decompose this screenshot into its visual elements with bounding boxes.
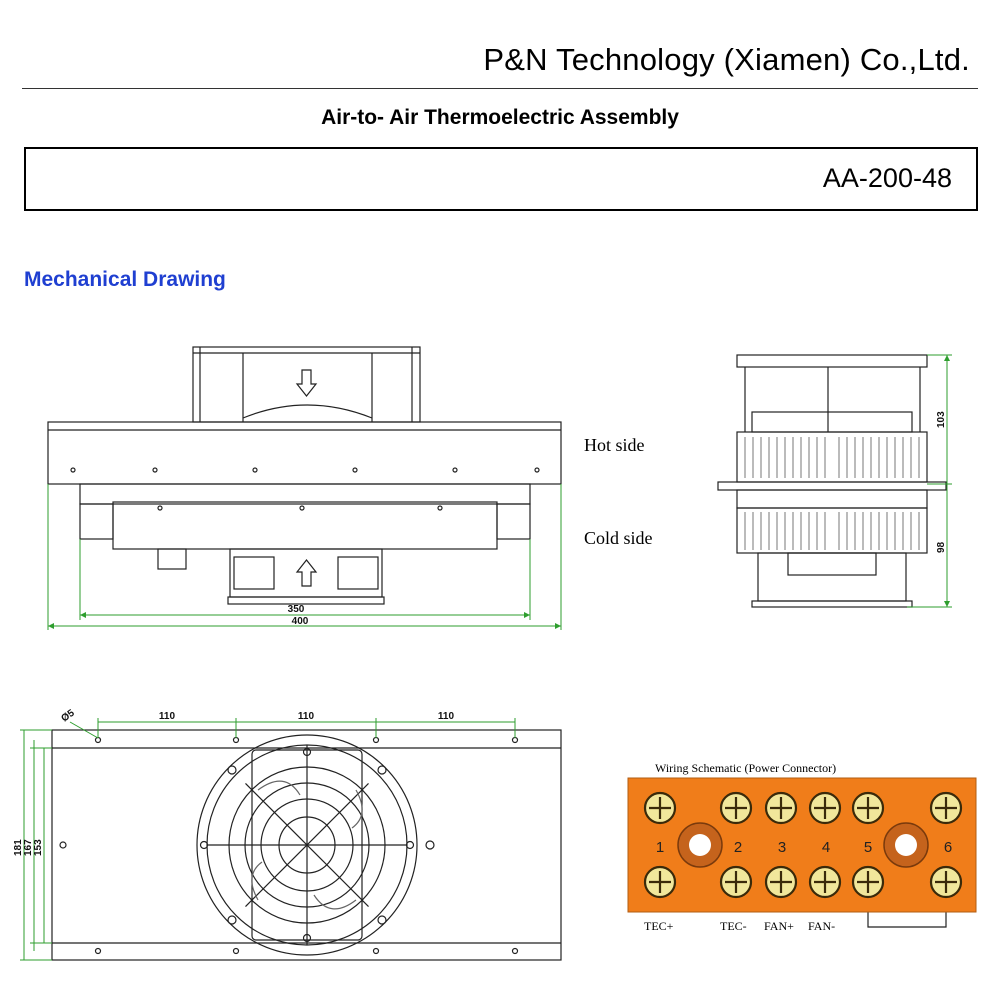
pin-6-label: 6 bbox=[944, 839, 952, 856]
hot-side-label: Hot side bbox=[584, 435, 645, 455]
model-box: AA-200-48 bbox=[24, 147, 978, 211]
fan-minus-label: FAN- bbox=[808, 919, 835, 933]
pin-4-label: 4 bbox=[822, 839, 830, 856]
fan-ring bbox=[196, 734, 418, 956]
connector-bracket bbox=[867, 912, 947, 928]
dim-350: 350 bbox=[288, 604, 305, 615]
airflow-down-arrow-icon bbox=[295, 369, 318, 397]
hole-diameter-label: Ø5 bbox=[59, 708, 77, 725]
dim-400: 400 bbox=[292, 616, 309, 627]
front-view bbox=[47, 346, 562, 605]
hot-fan-housing bbox=[192, 346, 421, 423]
spacing-3: 110 bbox=[438, 711, 455, 722]
dimension-lines bbox=[20, 354, 952, 961]
wiring-title: Wiring Schematic (Power Connector) bbox=[655, 761, 836, 775]
hot-heatsink bbox=[47, 421, 562, 485]
height-153: 153 bbox=[33, 839, 44, 856]
height-181: 181 bbox=[13, 839, 24, 856]
side-cold-fins bbox=[736, 507, 928, 554]
top-plate bbox=[51, 729, 562, 961]
tec-plus-label: TEC+ bbox=[644, 919, 674, 933]
terminal-screw-icon bbox=[643, 791, 963, 899]
pin-5-label: 5 bbox=[864, 839, 872, 856]
fan-plus-label: FAN+ bbox=[764, 919, 794, 933]
pin-1-label: 1 bbox=[656, 839, 664, 856]
side-hot-fins bbox=[736, 431, 928, 483]
height-167: 167 bbox=[23, 839, 34, 856]
spacing-2: 110 bbox=[298, 711, 315, 722]
pin-3-label: 3 bbox=[778, 839, 786, 856]
section-title: Mechanical Drawing bbox=[24, 268, 226, 291]
top-view bbox=[51, 729, 562, 961]
spacing-1: 110 bbox=[159, 711, 176, 722]
company-name: P&N Technology (Xiamen) Co.,Ltd. bbox=[483, 42, 970, 77]
cold-fan-housing bbox=[229, 548, 383, 598]
cold-heatsink bbox=[112, 501, 498, 550]
airflow-up-arrow-icon bbox=[295, 559, 318, 587]
model-number: AA-200-48 bbox=[822, 163, 952, 193]
dim-98: 98 bbox=[936, 541, 947, 553]
tec-minus-label: TEC- bbox=[720, 919, 747, 933]
header-rule bbox=[22, 88, 978, 89]
cold-side-label: Cold side bbox=[584, 528, 653, 548]
dim-103: 103 bbox=[936, 411, 947, 428]
document-title: Air-to- Air Thermoelectric Assembly bbox=[321, 106, 679, 129]
pin-2-label: 2 bbox=[734, 839, 742, 856]
wiring-block bbox=[627, 777, 977, 913]
side-view bbox=[717, 354, 947, 608]
